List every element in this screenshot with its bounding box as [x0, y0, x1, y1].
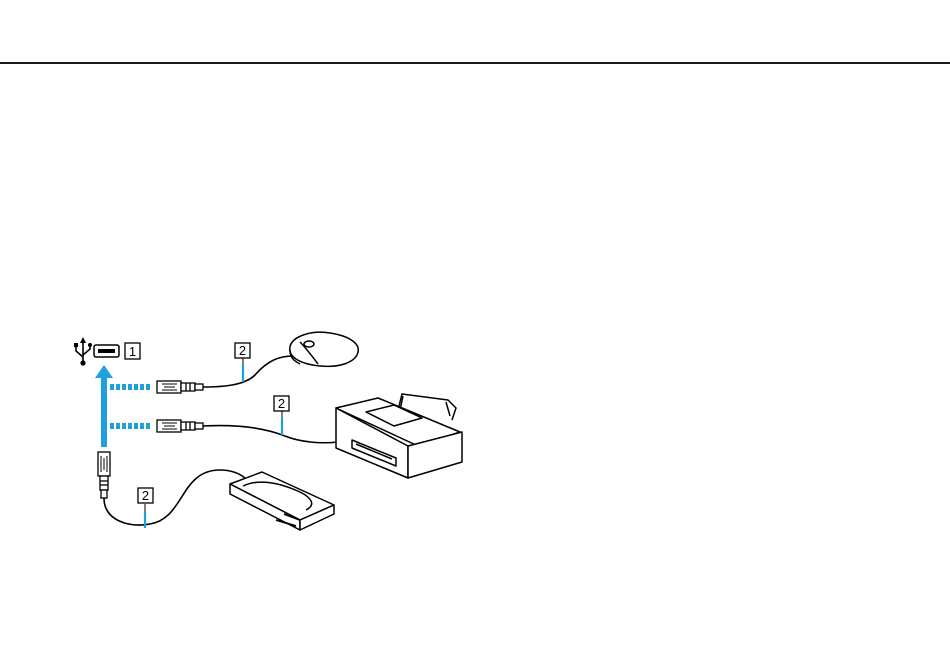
external-drive-icon	[230, 472, 334, 530]
callout-port: 1	[125, 343, 140, 359]
usb-port-icon	[94, 345, 119, 357]
callout-cable-mouse-label: 2	[239, 343, 246, 358]
usb-plug-icon	[157, 420, 203, 432]
callout-cable-printer: 2	[274, 396, 289, 411]
usb-plug-icon	[157, 381, 203, 393]
connection-arrow	[95, 365, 113, 447]
printer-icon	[336, 394, 462, 478]
usb-symbol-icon	[74, 337, 92, 366]
mouse-icon	[290, 332, 358, 366]
callout-cable-mouse: 2	[235, 343, 250, 358]
callout-cable-drive: 2	[138, 488, 153, 503]
callout-port-label: 1	[129, 344, 136, 359]
callout-cable-drive-label: 2	[142, 488, 149, 503]
callout-cable-printer-label: 2	[278, 396, 285, 411]
connection-dashes	[110, 387, 152, 426]
usb-plug-icon	[98, 452, 110, 498]
